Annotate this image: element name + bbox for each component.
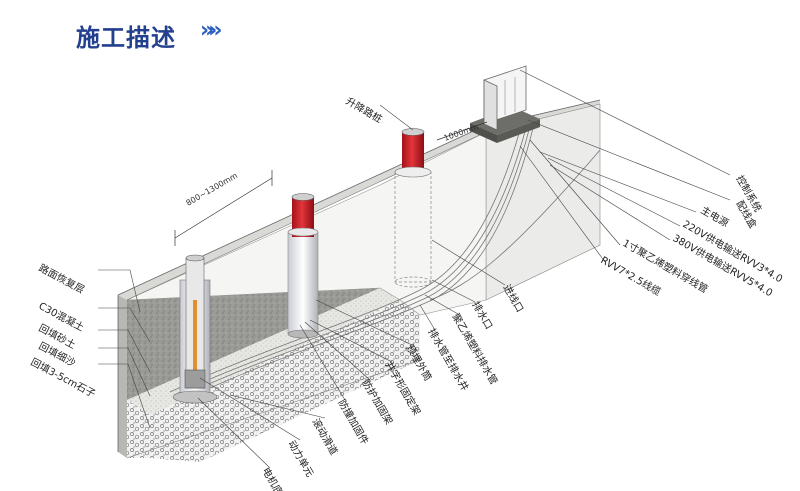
bollard-raised	[287, 193, 319, 339]
cable-bundle	[169, 123, 601, 402]
label-power-unit: 动力单元	[285, 438, 316, 479]
leader-lines-left	[98, 269, 151, 429]
leader-lines-right	[379, 69, 731, 263]
label-lifting-bollard: 升降路桩	[344, 94, 385, 125]
label-motor-base: 电机底板	[259, 465, 290, 491]
label-protective-frame: 防护加固架	[359, 377, 395, 427]
ground-top-surface	[118, 100, 600, 300]
label-main-power: 主电源	[699, 203, 731, 229]
gravel-bottom-layer	[127, 400, 150, 458]
bollard-embedded	[394, 128, 432, 288]
ground-front-face	[118, 295, 127, 458]
label-road-restoration: 路面恢复层	[37, 261, 87, 296]
bollard-cutaway	[172, 254, 218, 404]
labels-left: 路面恢复层 C30混凝土 回填砂土 回填细沙 回填3-5cm石子	[29, 261, 98, 400]
label-rolling-slide: 滚动滑道	[309, 416, 340, 457]
page-title: 施工描述	[76, 24, 176, 52]
gravel-bottom-layer-2	[150, 300, 420, 462]
label-drain-outlet: 排水口	[469, 299, 495, 331]
label-anti-collision: 防撞加固件	[335, 397, 371, 447]
leader-lines-bottom	[197, 239, 506, 469]
labels-right: 控制系统 配线盒 主电源 220V供电输送RVV3*4.0 380V供电输送RV…	[599, 173, 786, 299]
spacing-label: 800~1300mm	[185, 171, 240, 208]
control-box	[470, 65, 540, 143]
